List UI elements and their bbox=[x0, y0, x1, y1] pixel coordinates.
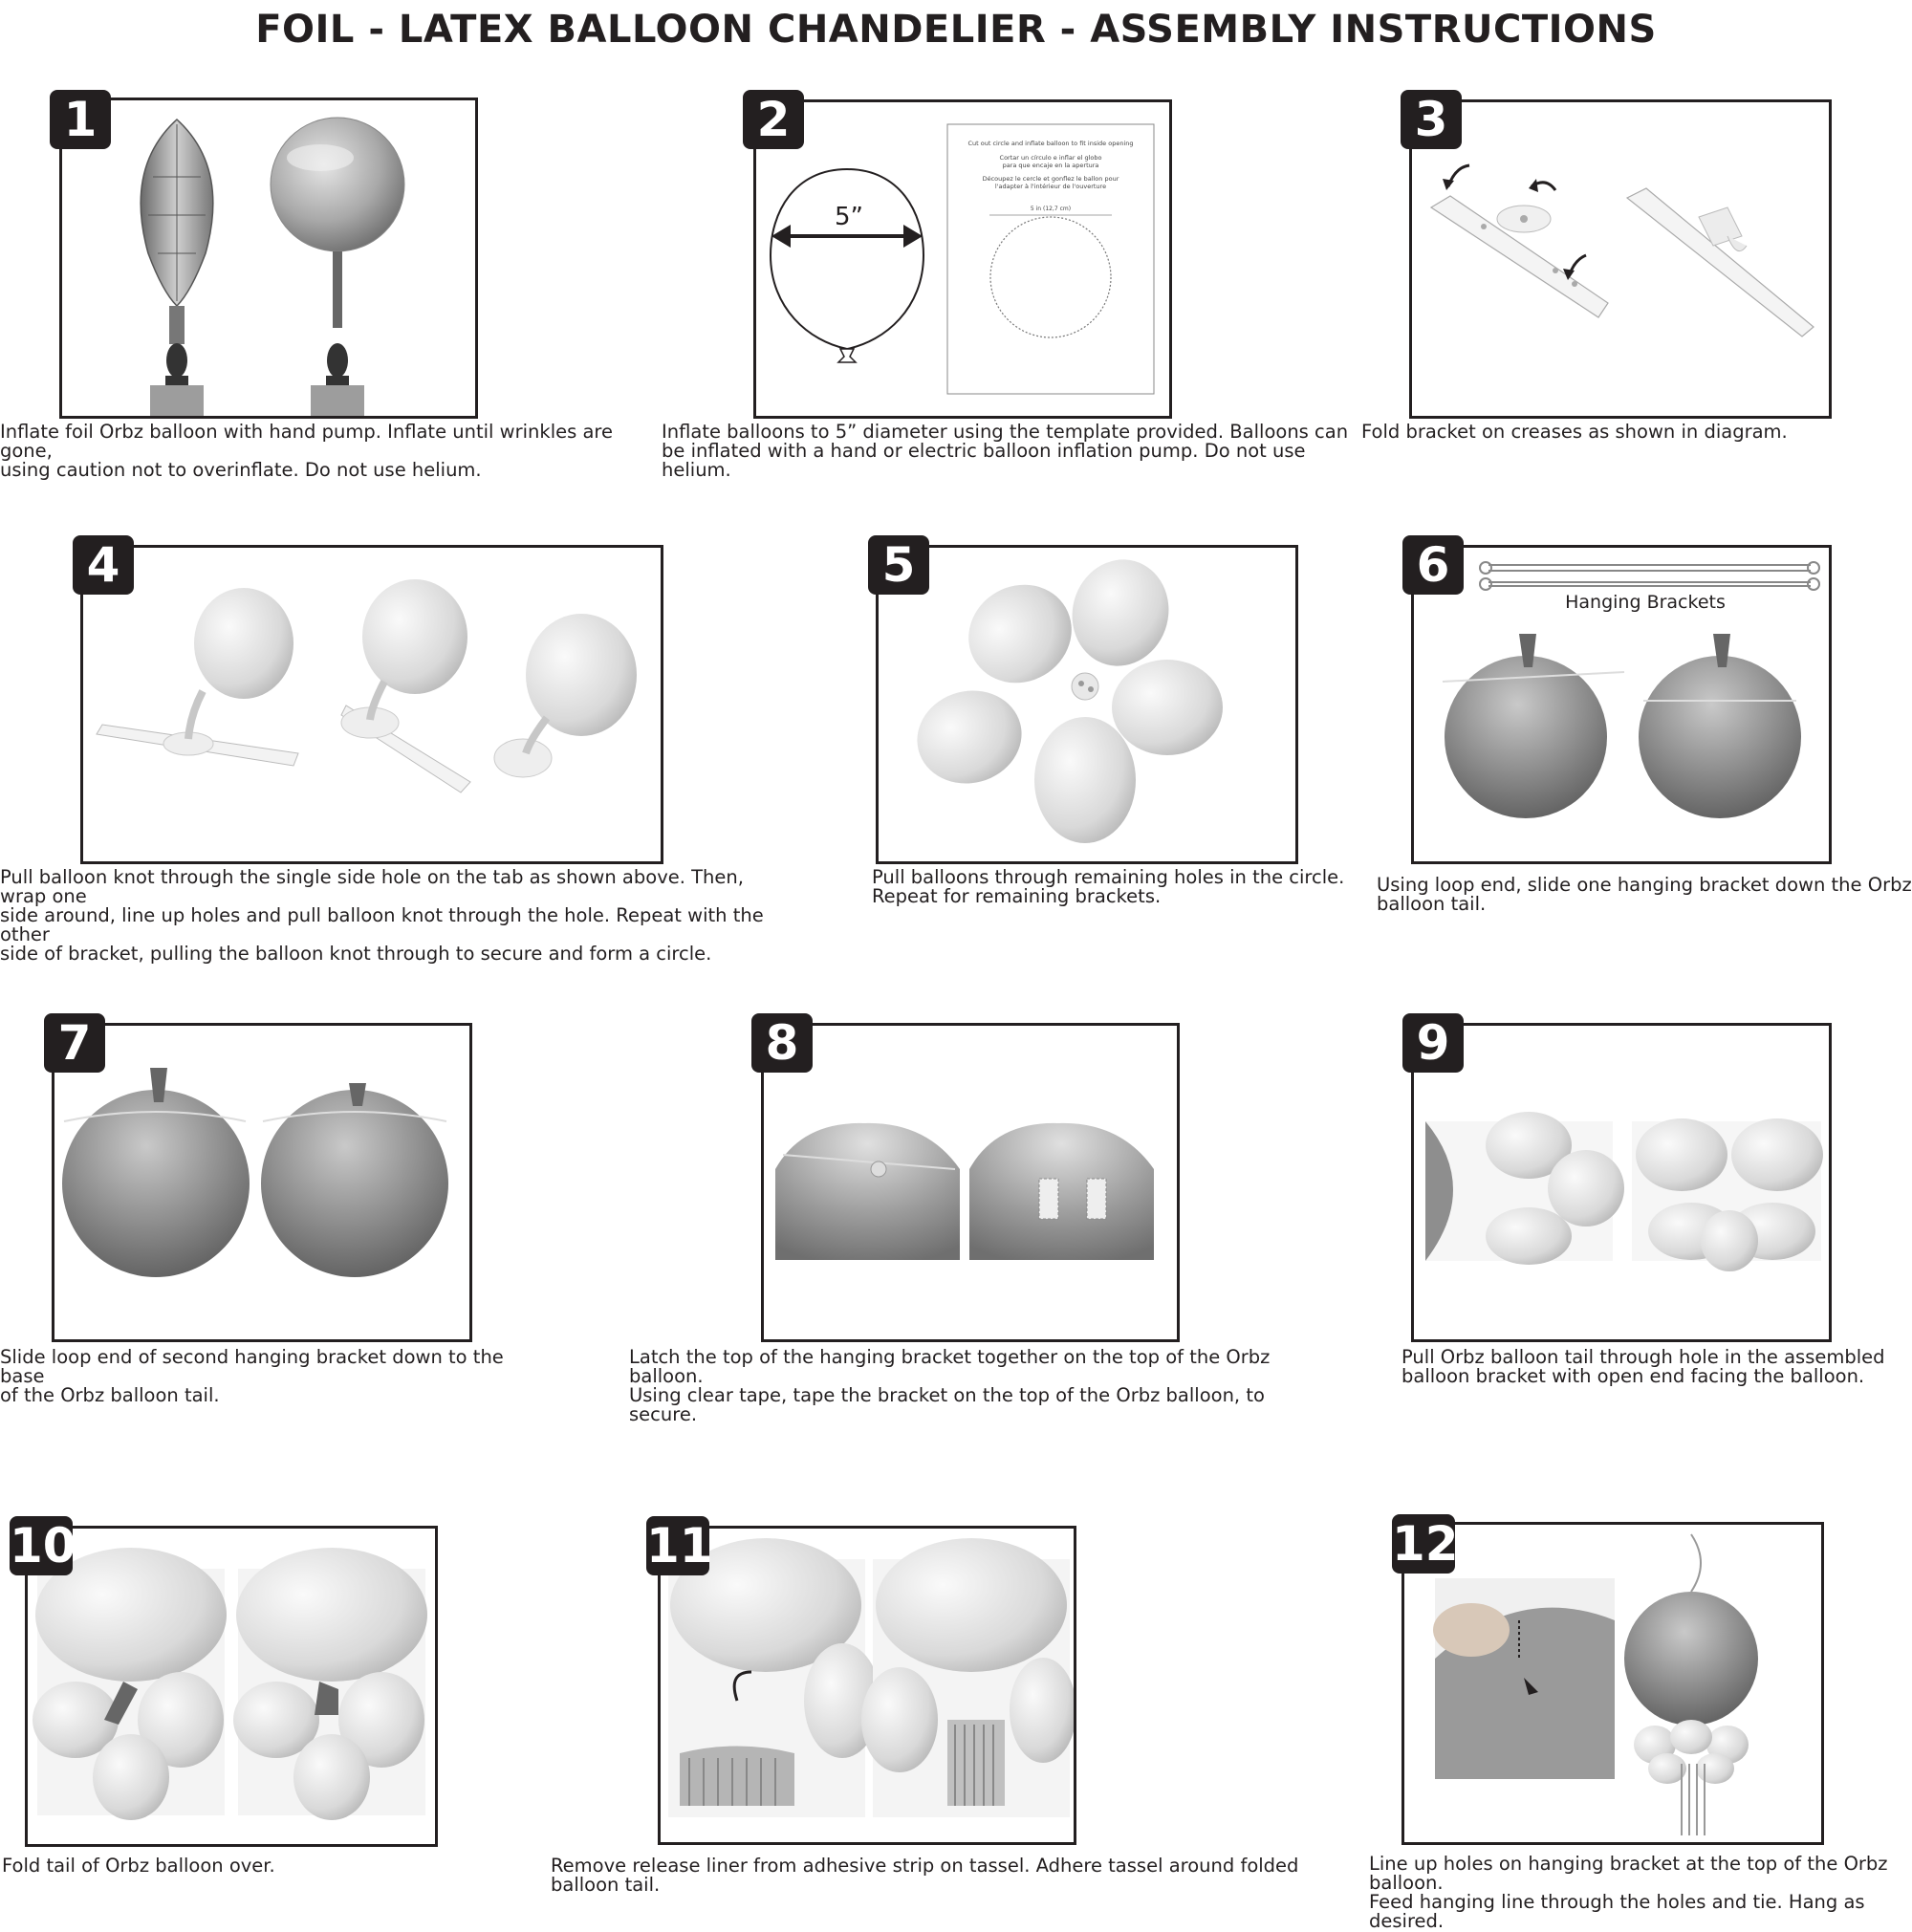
diameter-label: 5” bbox=[835, 203, 863, 231]
step-11-caption: Remove release liner from adhesive strip… bbox=[551, 1856, 1344, 1895]
step-5-number: 5 bbox=[868, 535, 929, 595]
step-9-illustration bbox=[1414, 1026, 1832, 1342]
step-8-illustration bbox=[764, 1026, 1180, 1342]
step-12-frame bbox=[1401, 1522, 1824, 1845]
step-3-number: 3 bbox=[1401, 90, 1462, 149]
template-line-5: l'adapter à l'intérieur de l'ouverture bbox=[995, 183, 1106, 190]
step-7-caption: Slide loop end of second hanging bracket… bbox=[0, 1348, 535, 1405]
step-3-illustration bbox=[1412, 102, 1832, 419]
step-4-caption: Pull balloon knot through the single sid… bbox=[0, 868, 784, 964]
step-3-frame bbox=[1409, 99, 1832, 419]
step-12-number: 12 bbox=[1392, 1514, 1455, 1574]
template-line-3: para que encaje en la apertura bbox=[1003, 162, 1099, 169]
step-11-number: 11 bbox=[646, 1516, 709, 1575]
step-12-caption: Line up holes on hanging bracket at the … bbox=[1369, 1855, 1912, 1931]
step-1-illustration bbox=[62, 100, 478, 419]
step-7-number: 7 bbox=[44, 1013, 105, 1073]
step-4-frame bbox=[80, 545, 663, 864]
step-10-illustration bbox=[28, 1529, 438, 1847]
step-1-frame bbox=[59, 98, 478, 419]
step-1-caption: Inflate foil Orbz balloon with hand pump… bbox=[0, 423, 650, 480]
step-9-caption: Pull Orbz balloon tail through hole in t… bbox=[1401, 1348, 1912, 1386]
step-11-illustration bbox=[661, 1529, 1076, 1845]
step-11-frame bbox=[658, 1526, 1076, 1845]
step-8-frame bbox=[761, 1023, 1180, 1342]
step-3-caption: Fold bracket on creases as shown in diag… bbox=[1361, 423, 1897, 442]
step-8-number: 8 bbox=[751, 1013, 813, 1073]
step-7-frame bbox=[52, 1023, 472, 1342]
template-line-4: Découpez le cercle et gonflez le ballon … bbox=[983, 175, 1119, 183]
template-measure: 5 in (12,7 cm) bbox=[1031, 206, 1071, 212]
template-line-1: Cut out circle and inflate balloon to fi… bbox=[968, 140, 1134, 147]
step-7-illustration bbox=[54, 1026, 472, 1342]
step-12-illustration bbox=[1404, 1525, 1824, 1845]
step-4-number: 4 bbox=[73, 535, 134, 595]
step-4-illustration bbox=[83, 548, 663, 864]
step-1-number: 1 bbox=[50, 90, 111, 149]
step-2-frame: 5” Cut out circle and inflate balloon to… bbox=[753, 99, 1172, 419]
step-6-caption: Using loop end, slide one hanging bracke… bbox=[1377, 876, 1912, 914]
step-9-number: 9 bbox=[1402, 1013, 1464, 1073]
step-2-number: 2 bbox=[743, 90, 804, 149]
page-title: FOIL - LATEX BALLOON CHANDELIER - ASSEMB… bbox=[0, 8, 1912, 52]
step-5-illustration bbox=[879, 548, 1298, 864]
step-8-caption: Latch the top of the hanging bracket tog… bbox=[629, 1348, 1336, 1424]
step-2-caption: Inflate balloons to 5” diameter using th… bbox=[662, 423, 1350, 480]
hanging-brackets-label: Hanging Brackets bbox=[1565, 592, 1726, 613]
step-10-frame bbox=[25, 1526, 438, 1847]
template-line-2: Cortar un círculo e inflar el globo bbox=[1000, 154, 1102, 162]
step-6-frame: Hanging Brackets bbox=[1411, 545, 1832, 864]
step-10-number: 10 bbox=[10, 1516, 73, 1575]
step-9-frame bbox=[1411, 1023, 1832, 1342]
step-6-number: 6 bbox=[1402, 535, 1464, 595]
step-10-caption: Fold tail of Orbz balloon over. bbox=[2, 1856, 384, 1876]
step-6-illustration: Hanging Brackets bbox=[1414, 548, 1832, 864]
step-2-illustration: 5” Cut out circle and inflate balloon to… bbox=[756, 102, 1172, 419]
step-5-caption: Pull balloons through remaining holes in… bbox=[872, 868, 1407, 906]
step-5-frame bbox=[876, 545, 1298, 864]
